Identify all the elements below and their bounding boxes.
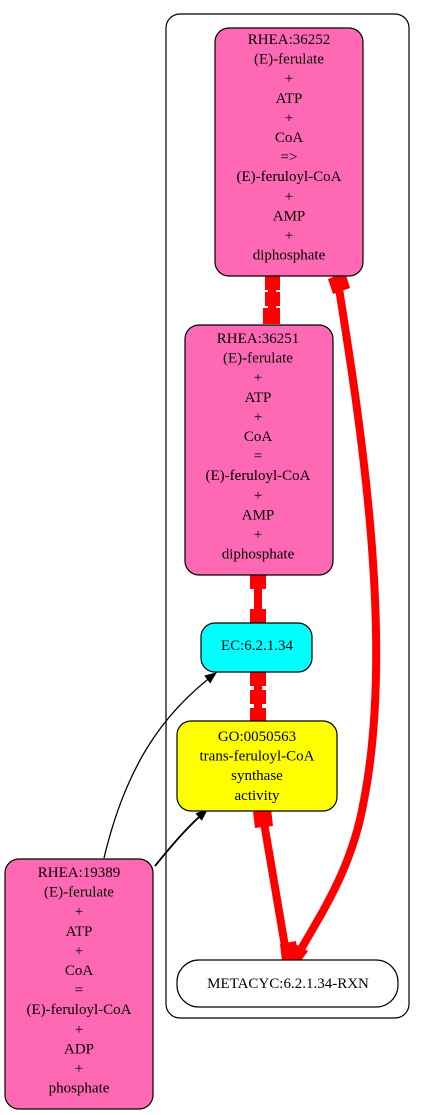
node-label-line: = [254,449,262,465]
node-label: GO:0050563 trans-feruloyl-CoA synthase acti… [200,729,315,804]
edge-rhea19389-go [154,809,208,867]
node-label-line: AMP [273,208,306,224]
node-label-line: + [75,1061,83,1077]
node-label-line: + [285,71,293,87]
node-label-line: + [75,1022,83,1038]
node-label-line: synthase [231,768,283,784]
node-label-line: (E)-feruloyl-CoA [237,169,342,185]
edge-rhea36252-rhea36251 [263,276,280,324]
node-label-line: + [254,488,262,504]
node-ec-6-2-1-34[interactable]: EC:6.2.1.34 [200,622,313,673]
node-label-line: (E)-ferulate [223,351,293,367]
node-label-line: + [254,527,262,543]
node-label-line: (E)-feruloyl-CoA [206,468,311,484]
node-label-line: + [285,228,293,244]
edge-rhea36251-ec [250,575,266,623]
node-metacyc[interactable]: METACYC:6.2.1.34-RXN [176,959,399,1008]
edge-ec-go [250,672,266,724]
node-label-line: (E)-feruloyl-CoA [27,1002,132,1018]
node-label-line: trans-feruloyl-CoA [200,749,315,765]
node-label-line: RHEA:36252 [248,32,331,48]
node-label-line: ATP [276,91,303,107]
node-label-line: (E)-ferulate [44,885,114,901]
node-label-line: EC:6.2.1.34 [221,638,294,654]
edge-go-metacyc [253,809,298,961]
node-label-line: + [285,110,293,126]
node-label-line: ATP [66,924,93,940]
node-label-line: ADP [64,1041,94,1057]
node-label: EC:6.2.1.34 [221,638,294,654]
node-label-line: diphosphate [253,248,326,264]
node-label: RHEA:19389 (E)-ferulate + ATP + CoA = (E)-ferul… [27,865,132,1097]
node-label-line: AMP [242,507,275,523]
node-label-line: METACYC:6.2.1.34-RXN [207,976,369,992]
node-label-line: GO:0050563 [218,729,296,745]
cluster-box [165,13,410,1019]
node-label-line: + [254,409,262,425]
node-label: RHEA:36251 (E)-ferulate + ATP + CoA = (E)-ferul… [206,331,311,563]
node-label-line: RHEA:36251 [217,331,300,347]
node-label-line: => [281,150,298,166]
node-label-line: RHEA:19389 [38,865,121,881]
node-label-line: + [285,189,293,205]
node-label-line: phosphate [49,1081,110,1097]
node-label-line: + [254,370,262,386]
node-rhea-36252[interactable]: RHEA:36252 (E)-ferulate + ATP + CoA => (E)-feru… [214,27,364,277]
edge-rhea19389-ec [103,672,217,859]
node-rhea-19389[interactable]: RHEA:19389 (E)-ferulate + ATP + CoA = (E)-ferul… [4,858,154,1110]
node-label-line: CoA [65,963,94,979]
node-label-line: = [75,983,83,999]
node-label-line: CoA [275,130,304,146]
node-label: METACYC:6.2.1.34-RXN [207,976,369,992]
node-label-line: + [75,943,83,959]
node-label-line: diphosphate [222,547,295,563]
node-label-line: (E)-ferulate [254,52,324,68]
node-label: RHEA:36252 (E)-ferulate + ATP + CoA => (E)-feru… [237,32,342,264]
node-rhea-36251[interactable]: RHEA:36251 (E)-ferulate + ATP + CoA = (E)-ferul… [184,324,334,576]
node-label-line: + [75,904,83,920]
node-label-line: ATP [245,390,272,406]
node-go-0050563[interactable]: GO:0050563 trans-feruloyl-CoA synthase acti… [176,720,338,812]
node-label-line: CoA [244,429,273,445]
node-label-line: activity [235,788,280,804]
